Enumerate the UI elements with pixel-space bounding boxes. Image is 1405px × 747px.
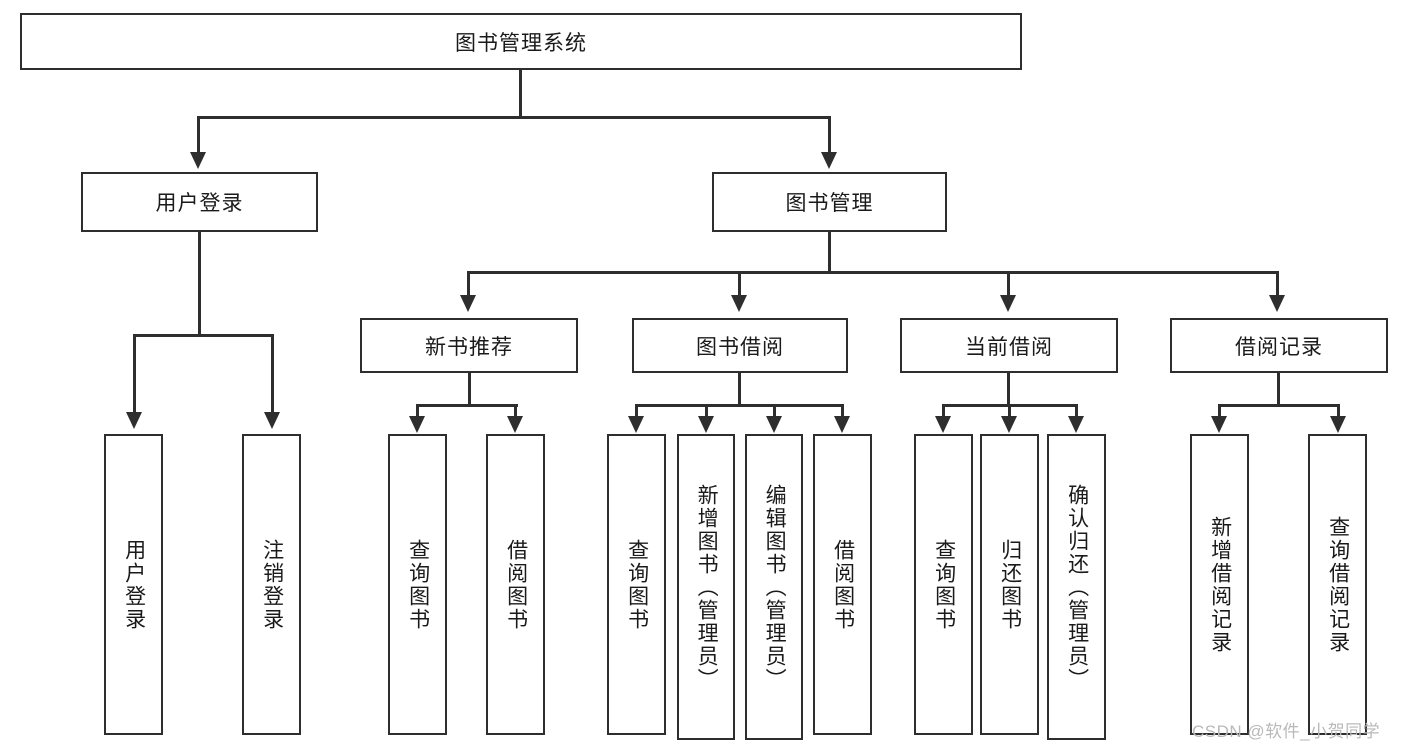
node-leaf-confirm-return[interactable]: 确认归还（管理员）	[1047, 434, 1106, 740]
node-current-borrow[interactable]: 当前借阅	[900, 318, 1118, 373]
edge-level2-bus	[468, 271, 1279, 274]
node-leaf-borrow-book-1[interactable]: 借阅图书	[486, 434, 545, 735]
node-label: 借阅图书	[504, 538, 528, 631]
node-label: 当前借阅	[965, 335, 1053, 359]
edge-drop-leaf-return-book	[1008, 404, 1011, 418]
edge-drop-leaf-borrow-book-2	[841, 404, 844, 418]
node-leaf-query-book-1[interactable]: 查询图书	[388, 434, 447, 735]
edge-borrow-record-bus	[1219, 404, 1339, 407]
arrow-to-leaf-user-login	[126, 412, 142, 429]
edge-root-stem	[519, 70, 522, 118]
arrow-to-leaf-query-book-1	[409, 416, 425, 433]
arrow-to-leaf-borrow-book-1	[507, 416, 523, 433]
node-label: 查询图书	[625, 538, 649, 631]
node-label: 查询图书	[932, 538, 956, 631]
arrow-to-user-login	[190, 152, 206, 169]
edge-drop-current-borrow	[1007, 271, 1010, 297]
arrow-to-leaf-query-book-3	[935, 416, 951, 433]
arrow-to-book-manage	[821, 152, 837, 169]
arrow-to-current-borrow	[1000, 295, 1016, 312]
edge-drop-leaf-add-book	[705, 404, 708, 418]
edge-drop-leaf-user-login	[133, 334, 136, 414]
arrow-to-leaf-borrow-book-2	[834, 416, 850, 433]
edge-user-login-stem	[198, 232, 201, 336]
edge-drop-new-book-recommend	[467, 271, 470, 297]
node-book-borrow[interactable]: 图书借阅	[632, 318, 848, 373]
arrow-to-leaf-query-record	[1330, 416, 1346, 433]
edge-drop-leaf-logout-login	[271, 334, 274, 414]
edge-borrow-record-stem	[1277, 373, 1280, 407]
node-label: 查询借阅记录	[1326, 515, 1350, 654]
node-label: 借阅记录	[1235, 335, 1323, 359]
arrow-to-leaf-query-book-2	[628, 416, 644, 433]
arrow-to-new-book-recommend	[460, 295, 476, 312]
node-leaf-return-book[interactable]: 归还图书	[980, 434, 1039, 735]
edge-drop-leaf-query-book-2	[635, 404, 638, 418]
edge-drop-book-borrow	[738, 271, 741, 297]
arrow-to-leaf-add-record	[1211, 416, 1227, 433]
csdn-watermark: CSDN @软件_小贺同学	[1192, 722, 1381, 741]
node-label: 新增图书（管理员）	[695, 483, 719, 691]
edge-drop-leaf-query-book-3	[942, 404, 945, 418]
node-borrow-record[interactable]: 借阅记录	[1170, 318, 1388, 373]
arrow-to-borrow-record	[1269, 295, 1285, 312]
edge-current-borrow-stem	[1007, 373, 1010, 407]
node-label: 用户登录	[155, 192, 244, 215]
node-label: 确认归还（管理员）	[1065, 483, 1089, 691]
node-user-login[interactable]: 用户登录	[81, 172, 318, 232]
node-root-book-management-system[interactable]: 图书管理系统	[20, 13, 1022, 70]
node-label: 图书管理系统	[455, 31, 587, 55]
node-book-manage[interactable]: 图书管理	[712, 172, 947, 232]
edge-drop-leaf-confirm-return	[1075, 404, 1078, 418]
node-leaf-add-book[interactable]: 新增图书（管理员）	[677, 434, 735, 740]
arrow-to-book-borrow	[731, 295, 747, 312]
node-label: 借阅图书	[831, 538, 855, 631]
edge-drop-leaf-query-book-1	[416, 404, 419, 418]
edge-new-book-recommend-bus	[417, 404, 518, 407]
node-leaf-edit-book[interactable]: 编辑图书（管理员）	[745, 434, 803, 740]
node-leaf-borrow-book-2[interactable]: 借阅图书	[813, 434, 872, 735]
node-label: 注销登录	[260, 538, 284, 631]
node-leaf-query-book-2[interactable]: 查询图书	[607, 434, 666, 735]
node-leaf-query-record[interactable]: 查询借阅记录	[1308, 434, 1367, 735]
arrow-to-leaf-return-book	[1001, 416, 1017, 433]
edge-drop-book-manage	[828, 116, 831, 154]
edge-user-login-bus	[134, 334, 274, 337]
node-label: 用户登录	[122, 538, 146, 631]
node-label: 归还图书	[998, 538, 1022, 631]
node-leaf-add-record[interactable]: 新增借阅记录	[1190, 434, 1249, 735]
edge-new-book-recommend-stem	[468, 373, 471, 407]
edge-drop-user-login	[197, 116, 200, 154]
edge-drop-borrow-record	[1276, 271, 1279, 297]
arrow-to-leaf-add-book	[698, 416, 714, 433]
arrow-to-leaf-edit-book	[766, 416, 782, 433]
node-leaf-logout-login[interactable]: 注销登录	[242, 434, 301, 735]
node-new-book-recommend[interactable]: 新书推荐	[360, 318, 578, 373]
node-label: 图书管理	[785, 192, 874, 215]
arrow-to-leaf-logout-login	[264, 412, 280, 429]
edge-drop-leaf-edit-book	[773, 404, 776, 418]
node-label: 编辑图书（管理员）	[763, 483, 787, 691]
edge-drop-leaf-query-record	[1337, 404, 1340, 418]
edge-drop-leaf-add-record	[1218, 404, 1221, 418]
edge-book-borrow-stem	[738, 373, 741, 407]
node-label: 查询图书	[406, 538, 430, 631]
node-label: 新书推荐	[425, 335, 513, 359]
edge-book-manage-stem	[828, 232, 831, 274]
arrow-to-leaf-confirm-return	[1068, 416, 1084, 433]
edge-book-borrow-bus	[636, 404, 844, 407]
node-label: 新增借阅记录	[1208, 515, 1232, 654]
node-leaf-query-book-3[interactable]: 查询图书	[914, 434, 973, 735]
node-label: 图书借阅	[696, 335, 784, 359]
node-leaf-user-login[interactable]: 用户登录	[104, 434, 163, 735]
edge-drop-leaf-borrow-book-1	[514, 404, 517, 418]
edge-level1-bus	[199, 116, 831, 119]
